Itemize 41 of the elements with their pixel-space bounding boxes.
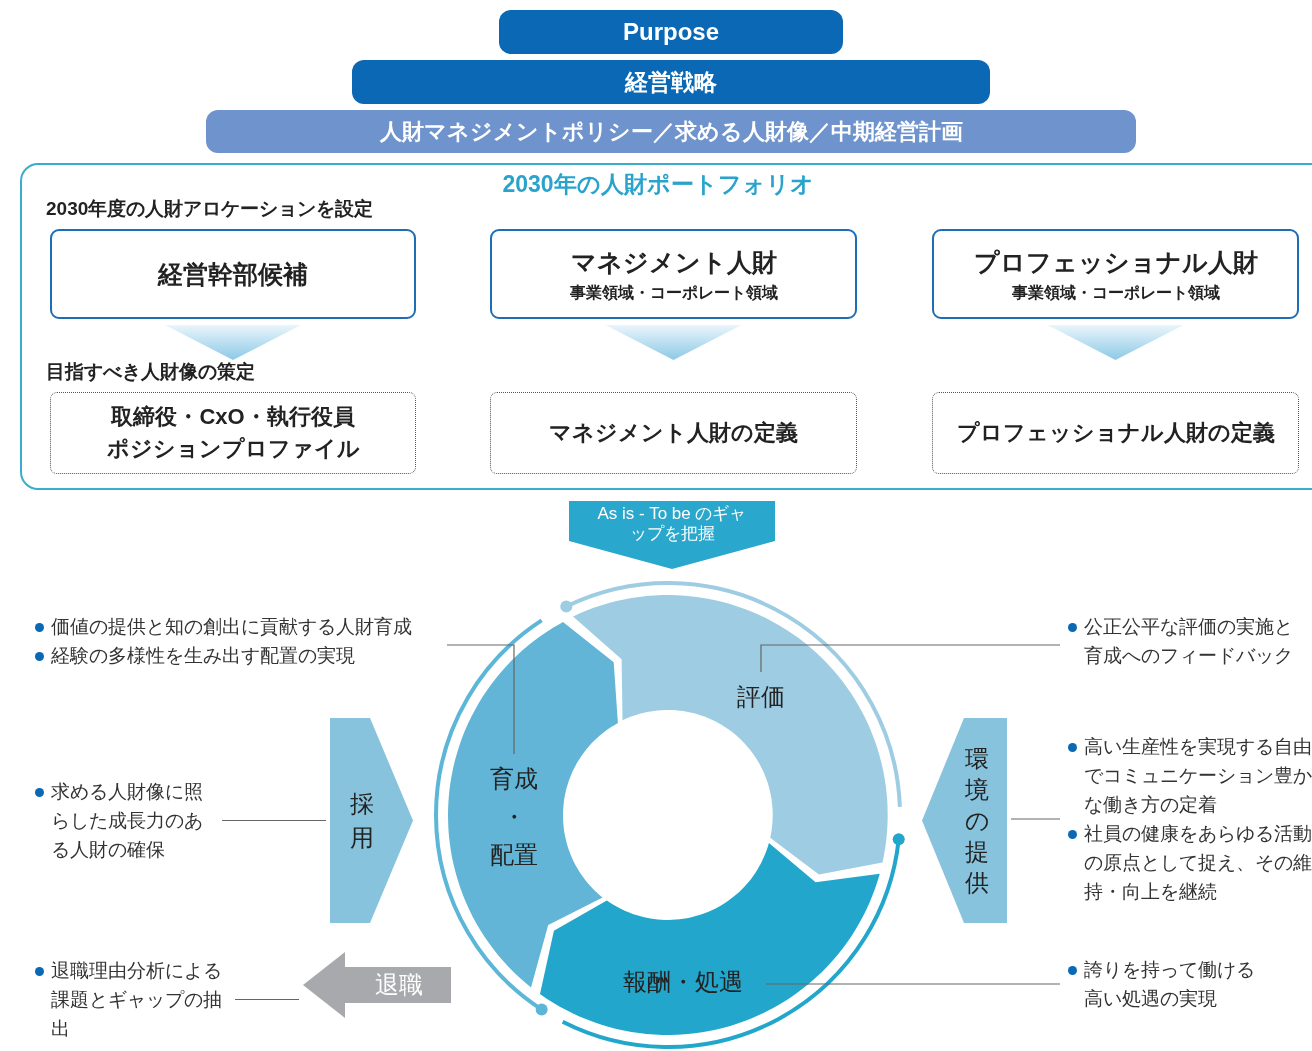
box-title: 経営幹部候補 bbox=[158, 258, 308, 290]
segment-label: 育成・配置 bbox=[489, 764, 539, 870]
bullet-text: 高い生産性を実現する自由でコミュニケーション豊かな働き方の定着 bbox=[1084, 735, 1312, 817]
bullet-text: 社員の健康をあらゆる活動の原点として捉え、その維持・向上を継続 bbox=[1084, 822, 1312, 904]
shape-label: 採用 bbox=[349, 788, 375, 853]
bullet-text: 公正公平な評価の実施と育成へのフィードバック bbox=[1084, 615, 1294, 668]
box-title: プロフェッショナル人財 bbox=[973, 247, 1258, 279]
chevron-arrow bbox=[605, 325, 742, 360]
segment-label: 報酬・処遇 bbox=[622, 967, 744, 997]
segment-label: 評価 bbox=[736, 682, 786, 712]
strategy-bar: 経営戦略 bbox=[352, 60, 990, 104]
box-subtitle: 事業領域・コーポレート領域 bbox=[569, 282, 778, 303]
bullet-text: 退職理由分析による課題とギャップの抽出 bbox=[51, 959, 223, 1041]
leader-line bbox=[234, 998, 300, 1001]
bullet-text: 誇りを持って働ける高い処遇の実現 bbox=[1084, 958, 1256, 1011]
section-heading: 目指すべき人財像の策定 bbox=[46, 360, 255, 384]
pentagon-label: As is - To be のギャップを把握 bbox=[596, 504, 748, 544]
box-title: 取締役・CxO・執行役員ポジションプロファイル bbox=[105, 403, 361, 463]
bullet-text: 価値の提供と知の創出に貢献する人財育成 bbox=[51, 615, 413, 639]
shape-label: 退職 bbox=[374, 970, 424, 1000]
leader-line bbox=[1010, 818, 1061, 820]
box-title: マネジメント人財 bbox=[570, 247, 777, 279]
panel-title: 2030年の人財ポートフォリオ bbox=[501, 170, 815, 199]
leader-line bbox=[760, 644, 1061, 673]
section-heading: 2030年度の人財アロケーションを設定 bbox=[46, 197, 374, 221]
policy-bar: 人財マネジメントポリシー／求める人財像／中期経営計画 bbox=[206, 110, 1136, 153]
box-subtitle: 事業領域・コーポレート領域 bbox=[1011, 282, 1220, 303]
chevron-arrow bbox=[165, 325, 301, 360]
bullet-text: 求める人財像に照らした成長力のある人財の確保 bbox=[51, 780, 204, 862]
chevron-arrow bbox=[1047, 325, 1184, 360]
category-box bbox=[490, 229, 857, 319]
purpose-bar: Purpose bbox=[499, 10, 843, 54]
leader-line bbox=[765, 983, 1061, 985]
category-box bbox=[932, 229, 1299, 319]
leader-line bbox=[446, 644, 515, 755]
bullet-text: 経験の多様性を生み出す配置の実現 bbox=[51, 644, 356, 668]
leader-line bbox=[221, 819, 327, 822]
box-title: プロフェッショナル人財の定義 bbox=[956, 419, 1275, 448]
category-box bbox=[50, 229, 416, 319]
box-title: マネジメント人財の定義 bbox=[549, 419, 798, 448]
shape-label: 環境の提供 bbox=[963, 744, 991, 898]
